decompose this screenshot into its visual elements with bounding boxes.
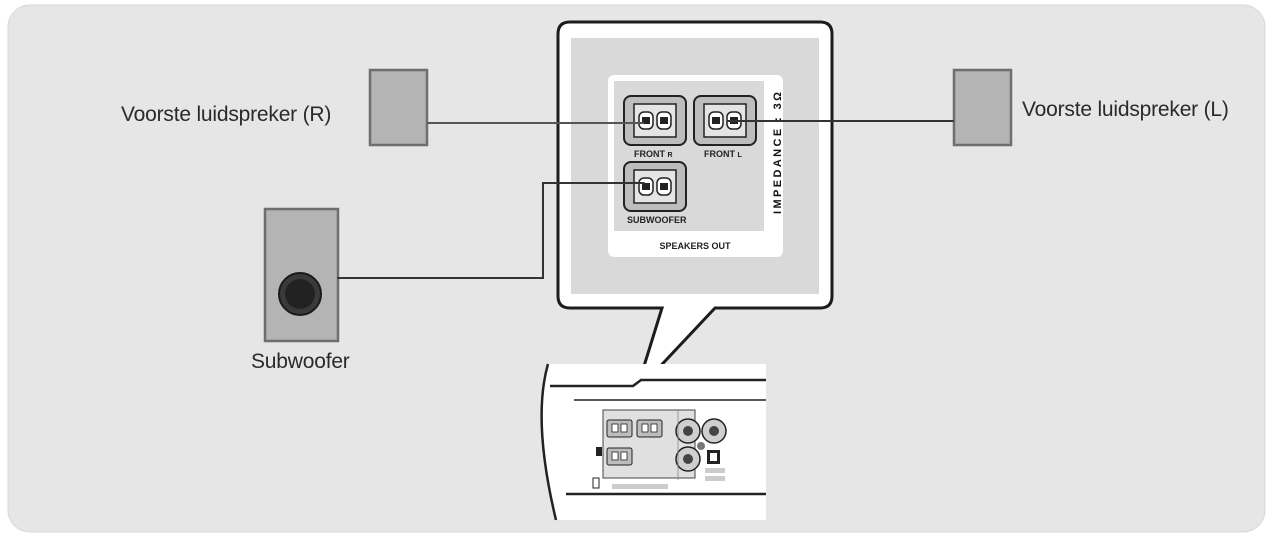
subwoofer-unit (263, 207, 340, 343)
terminal-front-l (693, 95, 757, 146)
label-subwoofer: Subwoofer (251, 350, 350, 373)
terminal-subwoofer (623, 161, 687, 212)
terminal-front-r (623, 95, 687, 146)
label-front-r: FRONT R (634, 149, 673, 159)
label-subwoofer-terminal: SUBWOOFER (627, 215, 687, 225)
wire-subwoofer (337, 182, 645, 279)
label-front-left-speaker: Voorste luidspreker (L) (1022, 98, 1229, 121)
label-front-right-speaker: Voorste luidspreker (R) (121, 103, 332, 126)
label-speakers-out: SPEAKERS OUT (659, 241, 731, 251)
label-front-l: FRONT L (704, 149, 743, 159)
speaker-front-left (952, 68, 1013, 147)
speaker-front-right (368, 68, 429, 147)
soundbar-rear (540, 363, 766, 521)
label-impedance: IMPEDANCE : 3Ω (772, 90, 784, 214)
